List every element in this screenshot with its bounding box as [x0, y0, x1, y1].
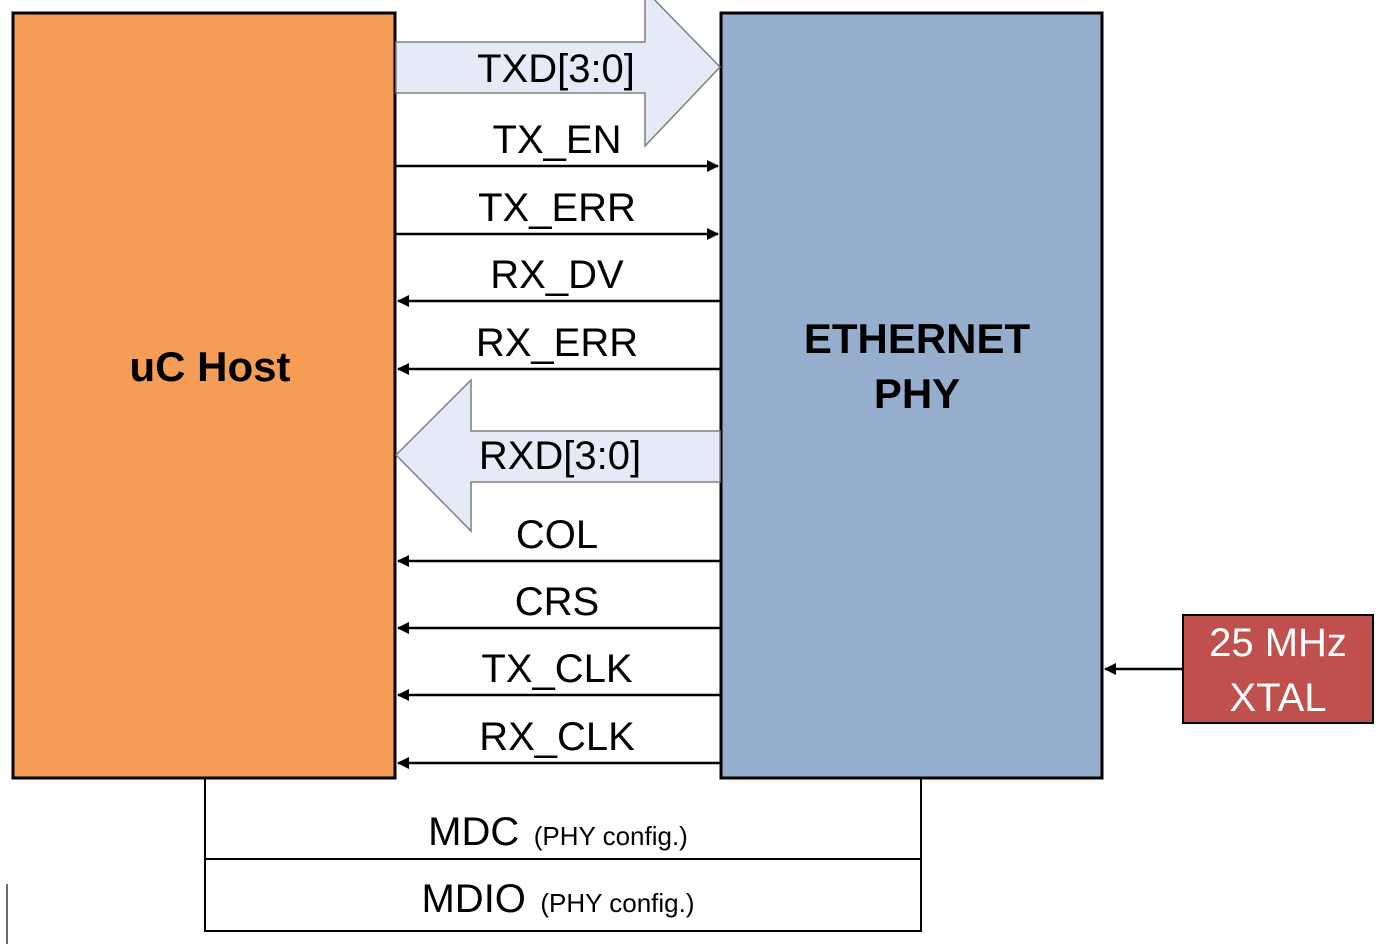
rx-err-label: RX_ERR — [476, 321, 638, 365]
mdio-line — [204, 859, 922, 932]
mdio-label: MDIO — [421, 877, 525, 921]
rx-clk-label: RX_CLK — [479, 715, 635, 759]
tx-clk-label: TX_CLK — [481, 647, 632, 691]
txd-bus-arrow — [395, 0, 722, 148]
mdc-label: MDC — [428, 810, 519, 854]
signal-lines: TX_EN TX_ERR RX_DV RX_ERR COL CRS TX_CLK… — [396, 118, 720, 769]
col-label: COL — [516, 513, 598, 557]
phy-label-line2: PHY — [874, 370, 960, 417]
phy-label-line1: ETHERNET — [804, 315, 1031, 362]
mdio-note: (PHY config.) — [540, 888, 694, 918]
crs-label: CRS — [515, 580, 599, 624]
mdc-note: (PHY config.) — [534, 821, 688, 851]
xtal-block — [1182, 614, 1374, 724]
mdio-text: MDIO (PHY config.) — [421, 877, 694, 921]
rx-dv-label: RX_DV — [490, 253, 624, 297]
tx-en-label: TX_EN — [493, 118, 622, 162]
uc-host-label: uC Host — [130, 343, 291, 390]
rxd-bus-label: RXD[3:0] — [479, 434, 641, 478]
mdc-text: MDC (PHY config.) — [428, 810, 688, 854]
xtal-label-line2: XTAL — [1229, 676, 1326, 720]
ethernet-phy-block — [719, 11, 1104, 780]
management-bus — [204, 778, 922, 932]
tx-err-label: TX_ERR — [478, 186, 636, 230]
mdc-line — [204, 778, 922, 860]
txd-bus-label: TXD[3:0] — [477, 47, 635, 91]
xtal-label-line1: 25 MHz — [1209, 621, 1347, 665]
rxd-bus-arrow — [394, 378, 721, 533]
uc-host-block — [11, 11, 397, 780]
